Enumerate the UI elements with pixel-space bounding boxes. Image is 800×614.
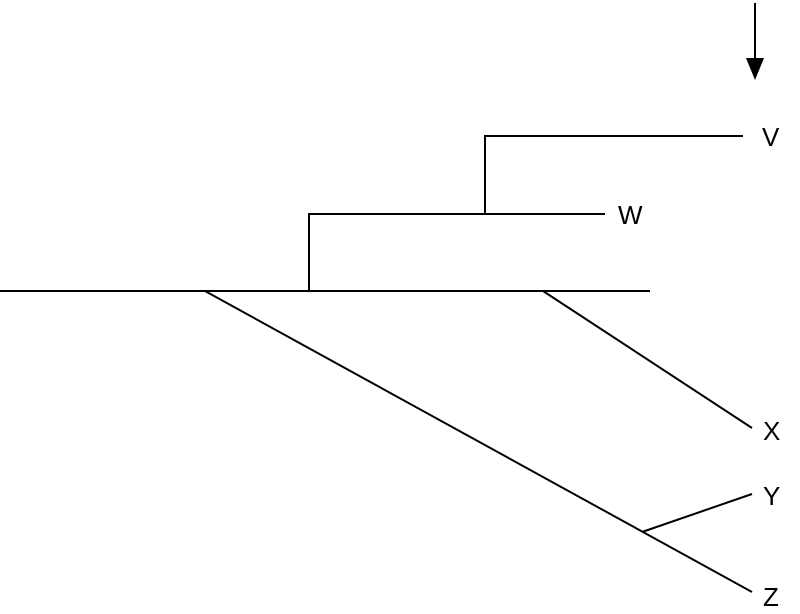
branch-x-edge bbox=[542, 290, 753, 429]
label-x: X bbox=[763, 416, 780, 446]
label-z: Z bbox=[763, 582, 779, 612]
branch-y-edge bbox=[641, 493, 753, 533]
label-y: Y bbox=[763, 481, 780, 511]
down-arrow-icon bbox=[746, 3, 764, 80]
branch-w-edge bbox=[308, 213, 605, 291]
label-v: V bbox=[762, 122, 780, 152]
label-w: W bbox=[618, 200, 643, 230]
branch-v-edge bbox=[484, 135, 743, 214]
branch-z-edge bbox=[204, 290, 753, 593]
